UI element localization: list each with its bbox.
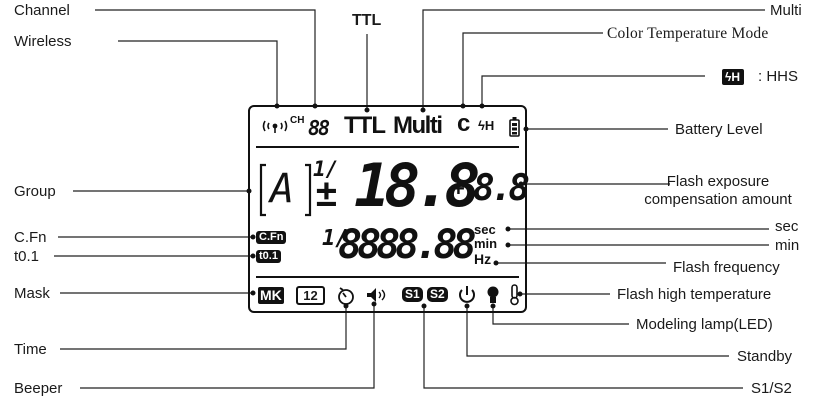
s1s2-label: S1/S2 [751, 380, 792, 397]
lcd-freq-digits: 8888.88 [338, 222, 477, 268]
flash-high-temperature-label: Flash high temperature [617, 286, 772, 303]
lcd-plus-minus: ± [316, 173, 337, 215]
lamp-icon [487, 286, 499, 303]
t01-label: t0.1 [14, 248, 40, 265]
lcd-hhs: ϟH [478, 118, 495, 133]
battery-level-label: Battery Level [675, 121, 763, 138]
lcd-fraction: 1/ [313, 157, 339, 181]
lcd-hz: Hz [474, 251, 492, 267]
battery-icon [509, 117, 520, 137]
flash-exposure-label-line1: Flash exposure [666, 173, 770, 190]
lcd-sec: sec [474, 222, 496, 237]
flash-frequency-label: Flash frequency [673, 259, 780, 276]
ttl-label: TTL [352, 12, 382, 29]
lcd-ch: CH [290, 115, 305, 126]
multi-label: Multi [770, 2, 802, 19]
lcd-comp-digits: 8.8 [473, 168, 530, 209]
lcd-mk-badge: MK [258, 287, 284, 304]
wireless-icon [262, 120, 288, 132]
lcd-channel-digits: 88 [308, 116, 330, 140]
lcd-plus: + [452, 176, 465, 201]
lcd-group-letter: A [270, 166, 295, 212]
color-temperature-mode-label: Color Temperature Mode [607, 25, 769, 42]
hhs-symbol: ϟH [725, 70, 741, 84]
lcd-t01-badge: t0.1 [256, 250, 281, 263]
lcd-power-digits: 18.8 [354, 151, 480, 221]
min-label: min [775, 237, 800, 254]
wireless-label: Wireless [14, 33, 72, 50]
lcd-color-temp: c [457, 110, 471, 137]
cfn-label: C.Fn [14, 229, 47, 246]
lcd-cfn-badge: C.Fn [256, 231, 287, 244]
lcd-s1: S1 [402, 287, 423, 302]
modeling-lamp-label: Modeling lamp(LED) [636, 316, 773, 333]
hhs-label: : HHS [758, 68, 799, 85]
sec-label: sec [775, 218, 799, 235]
channel-label: Channel [14, 2, 70, 19]
mask-label: Mask [14, 285, 50, 302]
flash-exposure-label-line2: compensation amount [644, 191, 792, 208]
lcd-s2: S2 [427, 287, 448, 302]
lcd-panel [248, 105, 527, 313]
thermometer-icon [510, 284, 519, 306]
group-label: Group [14, 183, 56, 200]
lcd-min: min [474, 236, 498, 251]
lcd-freq-prefix: 1/ [322, 226, 349, 251]
lcd-mk-number: 12 [296, 286, 325, 305]
standby-label: Standby [737, 348, 793, 365]
standby-icon [459, 286, 475, 303]
lcd-ttl: TTL [344, 112, 386, 139]
beeper-icon [367, 288, 386, 302]
time-label: Time [14, 341, 47, 358]
timer-icon [338, 287, 354, 305]
lcd-multi: Multi [393, 112, 443, 139]
beeper-label: Beeper [14, 380, 63, 397]
